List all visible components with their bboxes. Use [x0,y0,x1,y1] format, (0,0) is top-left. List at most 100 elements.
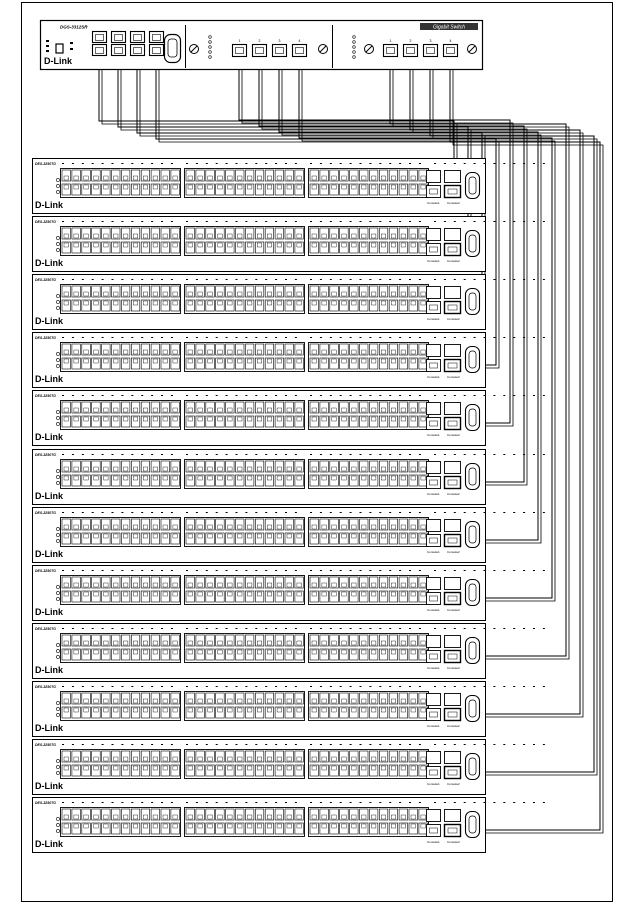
edge-console-port [464,462,481,491]
edge-model-label: DES-3250TG [35,336,56,340]
edge-switch: DES-3250TG D-Link Console1 Console2 [32,565,545,621]
edge-stack-port [443,242,462,257]
stacking-cable [258,57,525,483]
edge-switch: DES-3250TG D-Link Console1 Console2 [32,623,545,679]
core-console-port [163,33,182,64]
edge-model-label: DES-3250TG [35,743,56,747]
edge-port-label: Console1 [427,666,440,670]
edge-brand-logo: D-Link [35,607,64,617]
edge-port-label: Console1 [427,782,440,786]
edge-model-label: DES-3250TG [35,162,56,166]
edge-console-port [464,810,481,839]
edge-model-label: DES-3250TG [35,569,56,573]
core-module-badge-text: Gigabit Switch [433,25,465,31]
edge-switch: DES-3250TG D-Link Console1 Console2 [32,449,545,505]
edge-console-port [464,403,481,432]
core-module-port [422,43,439,58]
edge-port-label: Console2 [447,840,460,844]
core-module-port-label: 2 [410,39,412,43]
edge-port-label: Console2 [447,492,460,496]
edge-console-port [464,636,481,665]
edge-model-label: DES-3250TG [35,627,56,631]
core-module-port [251,43,268,58]
core-module-port-label: 4 [450,39,452,43]
core-uplink-port [110,30,127,44]
edge-model-label: DES-3250TG [35,394,56,398]
edge-brand-logo: D-Link [35,491,64,501]
edge-port-label: Console2 [447,317,460,321]
edge-brand-logo: D-Link [35,374,64,384]
core-module-port-label: 4 [299,39,301,43]
stacking-cable [429,57,595,773]
edge-port-label: Console1 [427,492,440,496]
edge-switch: DES-3250TG D-Link Console1 Console2 [32,390,545,446]
edge-port-label: Console1 [427,550,440,554]
edge-brand-logo: D-Link [35,316,64,326]
stacking-cable [409,57,581,715]
edge-console-port [464,752,481,781]
core-module-badge [420,23,478,30]
edge-stack-port [443,765,462,780]
edge-model-label: DES-3250TG [35,278,56,282]
core-module-port [402,43,419,58]
core-uplink-port [91,43,108,57]
edge-brand-logo: D-Link [35,432,64,442]
core-status-leds [46,40,73,54]
edge-port-label: Console2 [447,259,460,263]
edge-brand-logo: D-Link [35,200,64,210]
edge-stack-port [443,649,462,664]
edge-brand-logo: D-Link [35,839,64,849]
core-module-port [382,43,399,58]
edge-port-label: Console2 [447,724,460,728]
stacking-cable [298,57,553,599]
edge-console-port [464,171,481,200]
stacking-cable [389,57,567,657]
edge-stack-port [443,707,462,722]
core-uplink-ports [91,30,165,57]
edge-port-label: Console1 [427,259,440,263]
edge-port-label: Console2 [447,433,460,437]
core-uplink-port [148,30,165,44]
edge-port-label: Console1 [427,724,440,728]
edge-stack-port [443,416,462,431]
edge-console-port [464,520,481,549]
core-uplink-port [110,43,127,57]
edge-model-label: DES-3250TG [35,801,56,805]
edge-brand-logo: D-Link [35,723,64,733]
core-switch: DGS-3312SR D-Link [39,19,484,71]
edge-brand-logo: D-Link [35,258,64,268]
core-module-port [231,43,248,58]
edge-port-label: Console1 [427,433,440,437]
core-uplink-port [129,30,146,44]
edge-console-port [464,345,481,374]
edge-console-port [464,287,481,316]
edge-port-label: Console2 [447,550,460,554]
core-module-port-label: 1 [239,39,241,43]
core-module-1 [185,25,333,68]
edge-stack-port [443,823,462,838]
edge-port-label: Console1 [427,608,440,612]
edge-port-label: Console2 [447,666,460,670]
core-module-port-label: 2 [259,39,261,43]
edge-brand-logo: D-Link [35,665,64,675]
edge-stack-port [443,591,462,606]
core-module-port [271,43,288,58]
edge-model-label: DES-3250TG [35,220,56,224]
core-brand-logo: D-Link [44,56,73,66]
edge-model-label: DES-3250TG [35,453,56,457]
edge-stack-port [443,475,462,490]
edge-switch: DES-3250TG D-Link Console1 Console2 [32,216,545,272]
core-module-port-label: 3 [279,39,281,43]
edge-console-port [464,578,481,607]
edge-brand-logo: D-Link [35,781,64,791]
stacking-cable [449,57,601,831]
edge-port-label: Console2 [447,608,460,612]
